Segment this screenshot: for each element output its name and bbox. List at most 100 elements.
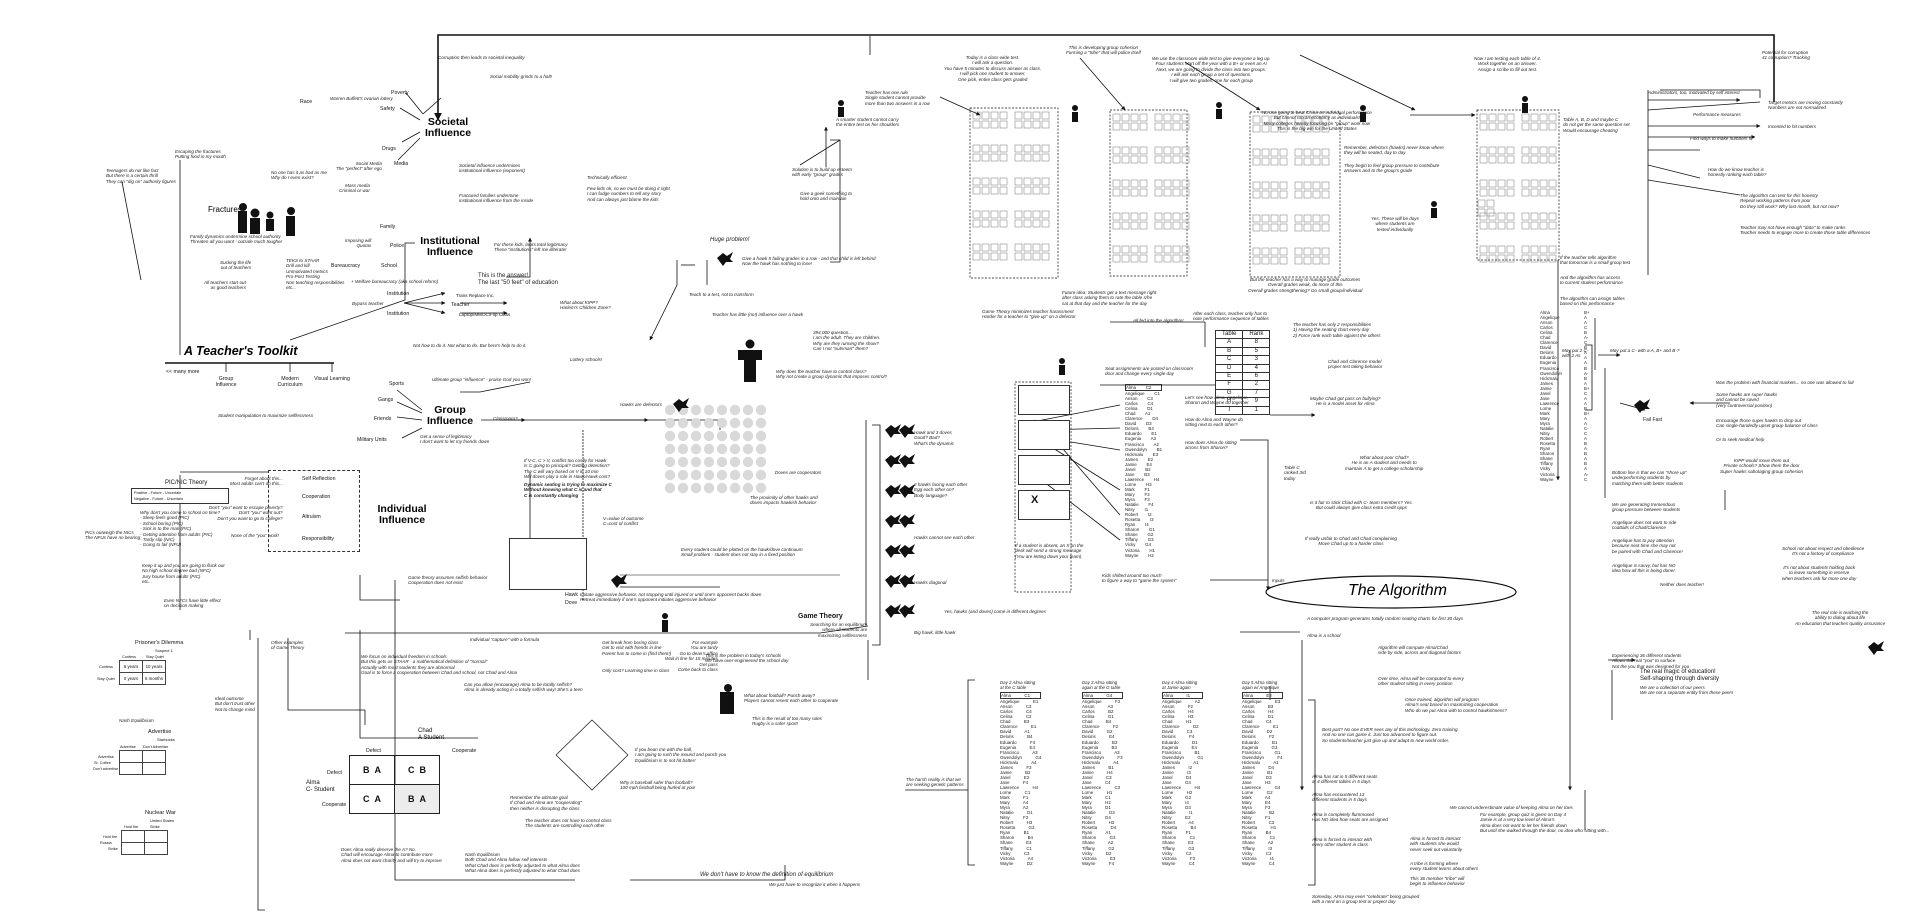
desk-square (1163, 146, 1172, 155)
once-trained-note: Once trained, algorithm will program Alm… (1405, 697, 1507, 713)
desk-square (1530, 179, 1539, 188)
desk-square (1488, 179, 1497, 188)
list-item: Hickmalu A1 (1242, 759, 1279, 765)
desk-square (1252, 157, 1261, 166)
defectors-never-know-note: Remember, defectors (hawks) never know w… (1344, 145, 1444, 156)
desk-square (1261, 148, 1270, 157)
give-geek-note: Give a geek something to hold onto and m… (800, 191, 853, 202)
family-dynamics-note: Family dynamics undermine school authori… (190, 234, 283, 245)
desk-square (1530, 122, 1539, 131)
grade-student-name: Hickmalu (1540, 375, 1559, 381)
desk-square (1270, 190, 1279, 199)
desk-square (1548, 155, 1557, 164)
grade-student-name: Jane (1540, 395, 1550, 401)
matrix-cell-4: B A (394, 784, 440, 814)
corruption-note: Corruption then leads to societal inequa… (438, 55, 525, 60)
imitate-aggressive-note: Imitate aggressive behavior, not stoppin… (580, 592, 762, 603)
hawk-dove-payoff-box (509, 538, 587, 590)
grade-value: B (1584, 345, 1587, 351)
desk-square (1530, 113, 1539, 122)
desk-square (1112, 179, 1121, 188)
list-title: Day 3 Alma sitting again at the G table (1082, 680, 1121, 691)
forced-interact-note: Alma is forced to interact with every ot… (1312, 837, 1372, 848)
student-dot (716, 417, 728, 429)
list-item: Lorne H2 (1162, 789, 1193, 795)
grade-student-name: Angelique (1540, 315, 1560, 321)
student-dot (690, 482, 702, 494)
list-item: Shane A2 (1082, 840, 1114, 846)
list-item: Nitsy F1 (1242, 815, 1271, 821)
desk-square (1032, 144, 1041, 153)
student-dot (703, 404, 715, 416)
doves-cooperators-note: Doves are cooperators (775, 470, 822, 475)
list-item: Victoria F3 (1162, 855, 1196, 861)
desk-square (1014, 120, 1023, 129)
desk-square (1172, 155, 1181, 164)
dove-axis-label: Dove (565, 600, 578, 606)
desk-square (1181, 122, 1190, 131)
list-item: Myra F3 (1125, 497, 1150, 503)
maybe-chad-note: Maybe Chad got pass on bullying? He is a… (1310, 396, 1381, 407)
desk-square (990, 219, 999, 228)
give-hawk-failing-note: Give a hawk 5 failing grades in a row - … (742, 256, 876, 267)
list-item: Natalie D1 (1000, 810, 1033, 816)
desk-square (1548, 245, 1557, 254)
hawks-defectors-note: Hawks are defectors (620, 402, 662, 407)
grade-value: A (1584, 456, 1587, 462)
list-item: Gwendolyn F4 (1242, 754, 1283, 760)
list-item: Wayne C4 (1242, 860, 1275, 866)
student-dot (703, 482, 715, 494)
how-know-note: How do we know teacher is honestly ranki… (1708, 167, 1767, 178)
how-alma-sharon-note: How does Alma do sitting across from Sha… (1185, 440, 1237, 451)
list-item: Myra D1 (1082, 805, 1111, 811)
list-item: Gwendolyn G4 (1000, 754, 1042, 760)
pd-col-2: Stay Quiet (146, 655, 164, 659)
list-item: Carlos H4 (1242, 709, 1274, 715)
two-hawks-note: 2 hawks facing each other Egg each other… (914, 482, 968, 498)
list-item: Carlos C4 (1000, 709, 1032, 715)
classroom-label: Classroom? (493, 416, 518, 421)
inputs-label: Inputs (1272, 578, 1285, 583)
grade-value: A (1584, 320, 1587, 326)
trans-replace-label: Trans Replace Inc. (456, 293, 495, 298)
ad-cell-4 (142, 762, 166, 775)
classroom-test-note: We use the classroom wide test to give e… (1152, 56, 1271, 83)
institution-label-2: Institution (387, 311, 410, 317)
desk-square (1312, 148, 1321, 157)
desk-square (999, 186, 1008, 195)
student-dot (677, 482, 689, 494)
list-item: Tiffany G3 (1125, 537, 1154, 543)
list-item: Angelique E3 (1242, 699, 1281, 705)
list-item: James F3 (1000, 764, 1032, 770)
football-note: What about football? Punch away? Players… (744, 693, 839, 704)
desk-square (1530, 212, 1539, 221)
desk-square (1023, 177, 1032, 186)
desk-square (1181, 179, 1190, 188)
grade-student-name: Lawrence (1540, 400, 1560, 406)
self-reflection-label: Self Reflection (302, 476, 336, 482)
desk-square (1121, 155, 1130, 164)
chad-student-label: Chad A Student (418, 728, 445, 741)
list-item: Alma C1 (1000, 692, 1042, 700)
list-item: Tiffany I3 (1242, 845, 1273, 851)
list-item: Lawrence G4 (1242, 784, 1281, 790)
desk-square (981, 252, 990, 261)
list-item: Chad B4 (1082, 719, 1112, 725)
list-item: Gwendolyn F3 (1082, 754, 1123, 760)
matrix-cell-1-b: A (374, 765, 382, 775)
desk-square (1479, 113, 1488, 122)
grade-student-name: Clarence (1540, 340, 1558, 346)
desk-square (1172, 122, 1181, 131)
desk-square (1172, 188, 1181, 197)
chad-alma-matrix: B A C B C A B A (349, 755, 440, 814)
desk-square (1121, 122, 1130, 131)
desk-square (999, 153, 1008, 162)
other-examples-note: Other examples of Game Theory (271, 640, 305, 651)
desk-square (1279, 148, 1288, 157)
seat-table-b (1018, 420, 1070, 450)
student-dot (703, 430, 715, 442)
desk-square (1121, 188, 1130, 197)
underestimate-note: We cannot underestimate value of keeping… (1450, 805, 1573, 810)
list-item: Ryan A1 (1082, 830, 1111, 836)
